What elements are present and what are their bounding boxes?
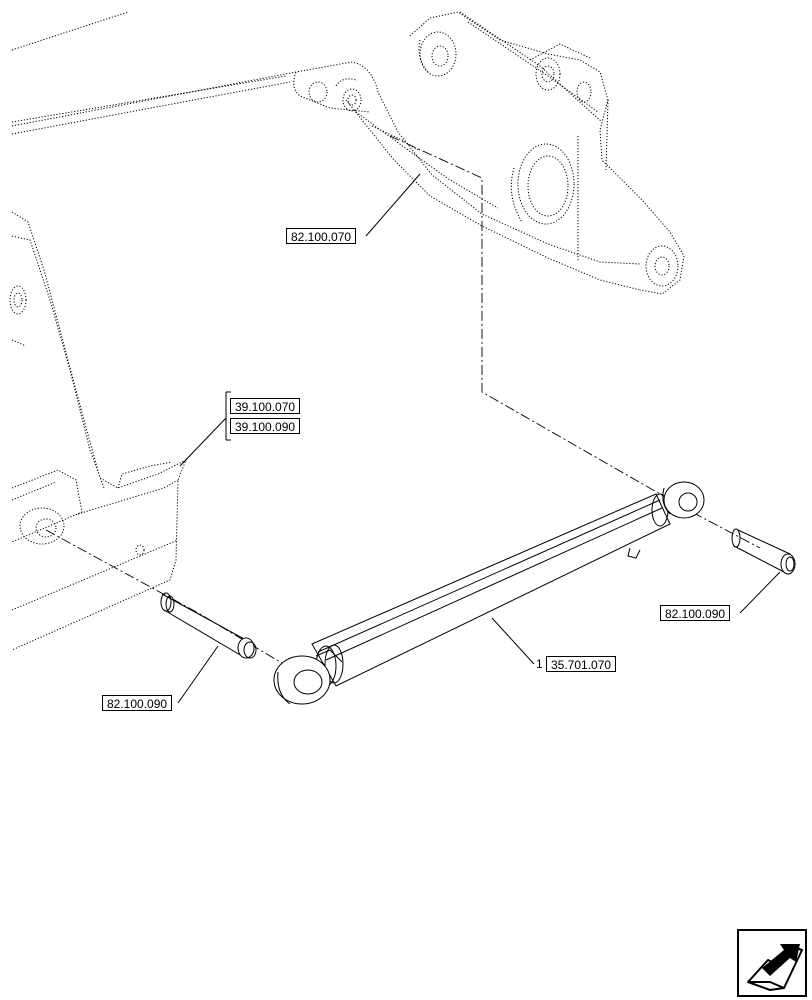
left-pin (160, 592, 257, 659)
callout-frame-ref-1[interactable]: 39.100.070 (230, 398, 301, 414)
callout-pin-left[interactable]: 82.100.090 (102, 695, 173, 711)
next-page-arrow-icon[interactable] (737, 929, 807, 997)
leader-lines (177, 173, 781, 704)
callout-boom-link[interactable]: 82.100.070 (286, 228, 357, 244)
callout-pin-right[interactable]: 82.100.090 (660, 605, 731, 621)
callout-frame-ref-2[interactable]: 39.100.090 (230, 418, 301, 434)
hydraulic-cylinder (273, 481, 705, 705)
cylinder-item-number: 1 (536, 657, 543, 671)
assembly-centerlines (45, 135, 761, 681)
frame-context (9, 211, 187, 651)
callout-cylinder[interactable]: 35.701.070 (546, 656, 617, 672)
right-pin (731, 528, 796, 575)
boom-arm-context (11, 11, 685, 295)
